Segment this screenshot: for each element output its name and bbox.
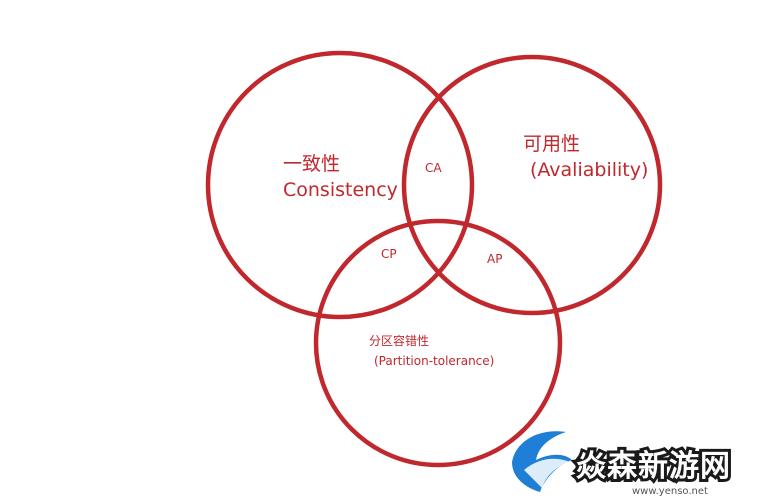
watermark: 焱森新游网 www.yenso.net bbox=[512, 431, 733, 497]
partition-tolerance-circle bbox=[313, 218, 563, 468]
partition-label-cn: 分区容错性 bbox=[369, 333, 429, 348]
watermark-logo-icon bbox=[512, 431, 572, 492]
availability-label-en: (Avaliability) bbox=[530, 159, 648, 181]
consistency-label-en: Consistency bbox=[283, 179, 398, 201]
watermark-url: www.yenso.net bbox=[632, 486, 708, 497]
watermark-name: 焱森新游网 bbox=[576, 449, 731, 484]
ca-intersection-label: CA bbox=[425, 161, 442, 175]
consistency-label-cn: 一致性 bbox=[283, 153, 340, 175]
availability-circle bbox=[401, 54, 663, 316]
consistency-circle bbox=[205, 50, 475, 320]
cp-intersection-label: CP bbox=[381, 247, 397, 261]
partition-label-en: (Partition-tolerance) bbox=[374, 354, 494, 368]
availability-label-cn: 可用性 bbox=[523, 133, 580, 155]
ap-intersection-label: AP bbox=[487, 252, 502, 266]
